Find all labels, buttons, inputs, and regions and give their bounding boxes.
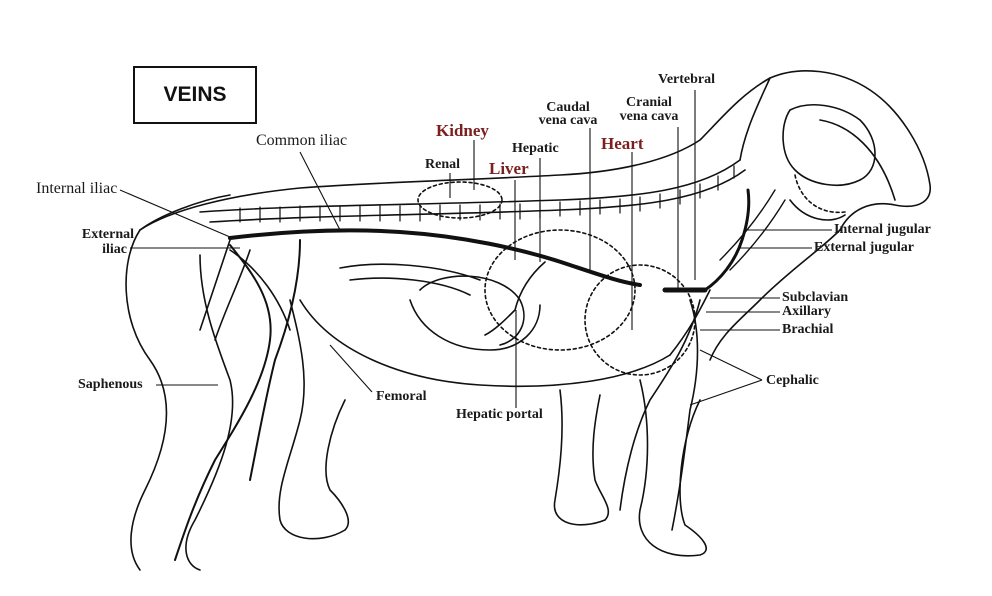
cephalic-vein <box>671 299 699 531</box>
saphenous-vein <box>174 244 272 561</box>
title-box: VEINS <box>133 66 257 124</box>
label-hepatic-portal: Hepatic portal <box>456 407 543 422</box>
label-caudal-vena-cava-line1: Caudal <box>546 100 590 115</box>
label-external-jugular: External jugular <box>814 240 914 255</box>
label-brachial: Brachial <box>782 322 834 337</box>
spine-2 <box>209 169 746 223</box>
leader-femoral <box>329 344 373 393</box>
femoral-vein <box>249 239 301 481</box>
label-internal-jugular: Internal jugular <box>834 222 931 237</box>
caudal-vena-cava <box>228 228 642 287</box>
dog-outline-neck-front <box>709 229 841 361</box>
dog-tail <box>139 194 231 231</box>
dog-outline-belly <box>299 299 671 388</box>
intestines <box>339 263 541 351</box>
diagram-title: VEINS <box>163 83 227 106</box>
label-common-iliac: Common iliac <box>256 132 348 149</box>
liver-outline <box>484 229 636 351</box>
label-vertebral: Vertebral <box>658 72 716 87</box>
label-cephalic: Cephalic <box>766 373 819 388</box>
label-cranial-vena-cava-line1: Cranial <box>626 95 672 110</box>
label-caudal-vena-cava-line2: vena cava <box>538 113 598 128</box>
label-hepatic: Hepatic <box>512 141 559 156</box>
leader-cephalic <box>689 349 763 406</box>
dog-hindleg-rear <box>125 229 168 571</box>
spine <box>199 159 741 213</box>
vertebrae <box>239 165 735 223</box>
label-saphenous: Saphenous <box>78 377 143 392</box>
label-renal: Renal <box>425 157 460 172</box>
label-liver: Liver <box>489 159 529 178</box>
external-iliac-vein <box>199 239 251 341</box>
label-cranial-vena-cava-line2: vena cava <box>619 109 679 124</box>
dog-foreleg-rear <box>553 389 610 526</box>
label-kidney: Kidney <box>436 121 489 140</box>
leader-common-iliac <box>299 151 341 231</box>
dog-hindleg-rear-2 <box>185 254 234 571</box>
leader-internal-iliac <box>119 189 231 238</box>
label-external-iliac-line1: External <box>81 227 134 242</box>
dog-hindleg-front <box>278 299 350 540</box>
neck-veins <box>719 189 786 271</box>
jugular-main <box>703 188 751 292</box>
label-subclavian: Subclavian <box>782 290 849 305</box>
dog-outline-head <box>739 77 896 221</box>
dog-outline-back <box>139 70 931 231</box>
brachial-vein <box>619 299 701 511</box>
label-external-iliac-line2: iliac <box>102 242 127 257</box>
stomach <box>419 275 525 346</box>
label-femoral: Femoral <box>376 389 427 404</box>
jaw <box>794 174 846 214</box>
hepatic-portal-vein <box>484 261 546 336</box>
kidney-outline <box>417 181 503 219</box>
label-internal-iliac: Internal iliac <box>36 180 118 197</box>
skull <box>782 104 876 186</box>
label-axillary: Axillary <box>782 304 831 319</box>
label-heart: Heart <box>601 134 644 153</box>
